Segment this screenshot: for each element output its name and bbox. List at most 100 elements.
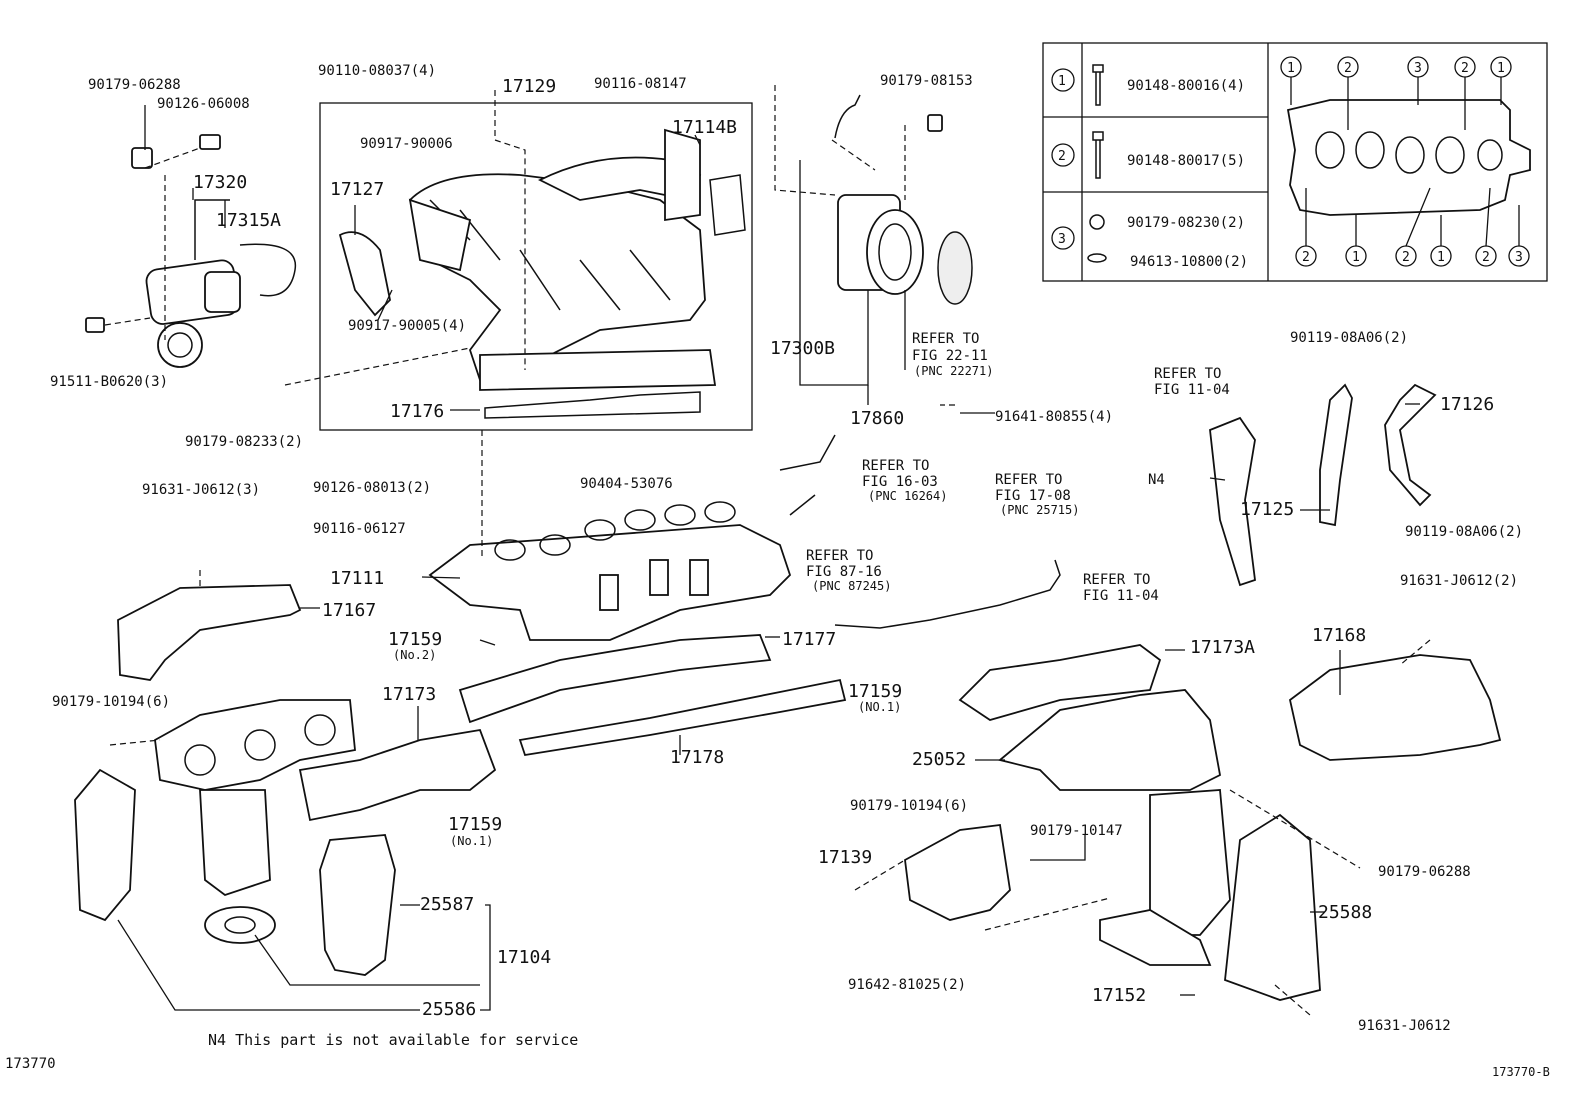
service-note: N4 This part is not available for servic…: [208, 1031, 578, 1049]
heat-insulator-17168: [1288, 654, 1502, 761]
label-17178: 17178: [670, 747, 724, 768]
layout-marker-top-2: 2: [1344, 61, 1352, 76]
label-17104: 17104: [497, 947, 551, 968]
label-17159-no2: 17159: [388, 629, 442, 650]
gasket-17173: [298, 728, 497, 822]
intake-plenum-frame: [319, 102, 753, 431]
label-91642-81025: 91642-81025(2): [848, 977, 966, 993]
diagram-code-left: 173770: [5, 1056, 56, 1072]
label-17177: 17177: [782, 629, 836, 650]
label-90179-06288-b: 90179-06288: [1378, 864, 1471, 880]
label-90116-08147: 90116-08147: [594, 76, 687, 92]
leader-lines: [104, 85, 1431, 1016]
label-90179-08153: 90179-08153: [880, 73, 973, 89]
label-90179-06288: 90179-06288: [88, 77, 181, 93]
label-refer-11-04-bot-a: REFER TO: [1083, 572, 1150, 588]
label-17159-no1-a-sub: (No.1): [450, 834, 493, 848]
bracket-17126: [1384, 383, 1437, 507]
bracket-17125: [1319, 383, 1353, 527]
label-90179-10194-b: 90179-10194(6): [850, 798, 968, 814]
diagram-code-right: 173770-B: [1492, 1065, 1550, 1079]
layout-marker-bottom-3: 2: [1402, 250, 1410, 265]
label-refer-17-08-a: REFER TO: [995, 472, 1062, 488]
label-90119-08a06-top: 90119-08A06(2): [1290, 330, 1408, 346]
label-90179-10147: 90179-10147: [1030, 823, 1123, 839]
label-17111: 17111: [330, 568, 384, 589]
gasket-17178: [518, 678, 847, 757]
label-17860: 17860: [850, 408, 904, 429]
label-refer-11-04-bot-b: FIG 11-04: [1083, 588, 1159, 604]
label-91631-j0612-2: 91631-J0612(2): [1400, 573, 1518, 589]
layout-marker-top-1: 1: [1287, 61, 1295, 76]
label-17159-no1-a: 17159: [448, 814, 502, 835]
heat-insulator-17167: [117, 584, 302, 681]
label-refer-16-03-a: REFER TO: [862, 458, 929, 474]
label-90917-90005: 90917-90005(4): [348, 318, 466, 334]
label-17129: 17129: [502, 76, 556, 97]
label-90126-08013: 90126-08013(2): [313, 480, 431, 496]
label-90119-08a06-bot: 90119-08A06(2): [1405, 524, 1523, 540]
label-refer-16-03-b: FIG 16-03: [862, 474, 938, 490]
label-17152: 17152: [1092, 985, 1146, 1006]
label-17315A: 17315A: [216, 210, 281, 231]
label-90110-08037: 90110-08037(4): [318, 63, 436, 79]
label-17168: 17168: [1312, 625, 1366, 646]
label-refer-87-16-a: REFER TO: [806, 548, 873, 564]
intake-manifold-17111: [428, 501, 792, 641]
heat-insulator-17139: [904, 823, 1011, 921]
label-refer-17-08-c: (PNC 25715): [1000, 503, 1079, 517]
legend-num-1: 1: [1058, 74, 1066, 89]
intake-plenum-17129: [338, 128, 746, 419]
nut-icon: [1089, 214, 1105, 230]
label-17159-no1-b-sub: (NO.1): [858, 700, 901, 714]
label-90126-06008: 90126-06008: [157, 96, 250, 112]
label-17320: 17320: [193, 172, 247, 193]
label-refer-22-11-b: FIG 22-11: [912, 348, 988, 364]
egr-valve-assembly-17320: [85, 134, 297, 368]
label-25587: 25587: [420, 894, 474, 915]
label-17127: 17127: [330, 179, 384, 200]
layout-marker-bottom-5: 2: [1482, 250, 1490, 265]
label-90179-10194-a: 90179-10194(6): [52, 694, 170, 710]
label-25588: 25588: [1318, 902, 1372, 923]
bolt-legend: 1 2 3 90148-80016(4) 90148-80017(5) 9017…: [1042, 42, 1548, 282]
label-17114B: 17114B: [672, 117, 737, 138]
label-17125: 17125: [1240, 499, 1294, 520]
label-90179-08233: 90179-08233(2): [185, 434, 303, 450]
gasket-icon: [1087, 253, 1107, 263]
label-refer-22-11-a: REFER TO: [912, 331, 979, 347]
legend-num-3: 3: [1058, 232, 1066, 247]
label-91631-j0612: 91631-J0612: [1358, 1018, 1451, 1034]
label-refer-87-16-b: FIG 87-16: [806, 564, 882, 580]
label-17300B: 17300B: [770, 338, 835, 359]
label-17176: 17176: [390, 401, 444, 422]
label-91511-b0620: 91511-B0620(3): [50, 374, 168, 390]
hose-16-03: [779, 434, 836, 471]
exhaust-manifold-25052: [998, 689, 1321, 1001]
layout-marker-bottom-2: 1: [1352, 250, 1360, 265]
bolt-icon: [1092, 131, 1104, 179]
manifold-bolt-layout: [1286, 99, 1531, 216]
label-91631-j0612-3: 91631-J0612(3): [142, 482, 260, 498]
label-17173A: 17173A: [1190, 637, 1255, 658]
label-17139: 17139: [818, 847, 872, 868]
layout-marker-top-4: 2: [1461, 61, 1469, 76]
legend-part-3a: 90179-08230(2): [1127, 215, 1245, 231]
legend-part-2: 90148-80017(5): [1127, 153, 1245, 169]
legend-part-3b: 94613-10800(2): [1130, 254, 1248, 270]
label-90917-90006: 90917-90006: [360, 136, 453, 152]
label-17159-no2-sub: (No.2): [393, 648, 436, 662]
label-n4: N4: [1148, 472, 1165, 488]
stay-n4: [1209, 416, 1256, 587]
harness-bracket: [834, 559, 1061, 629]
gasket-17177: [458, 634, 772, 724]
label-leaders: [117, 105, 1420, 1011]
legend-part-1: 90148-80016(4): [1127, 78, 1245, 94]
label-refer-16-03-c: (PNC 16264): [868, 489, 947, 503]
layout-marker-top-3: 3: [1414, 61, 1422, 76]
label-90116-06127: 90116-06127: [313, 521, 406, 537]
layout-marker-top-5: 1: [1497, 61, 1505, 76]
hose-87-16: [789, 494, 816, 516]
label-refer-87-16-c: (PNC 87245): [812, 579, 891, 593]
